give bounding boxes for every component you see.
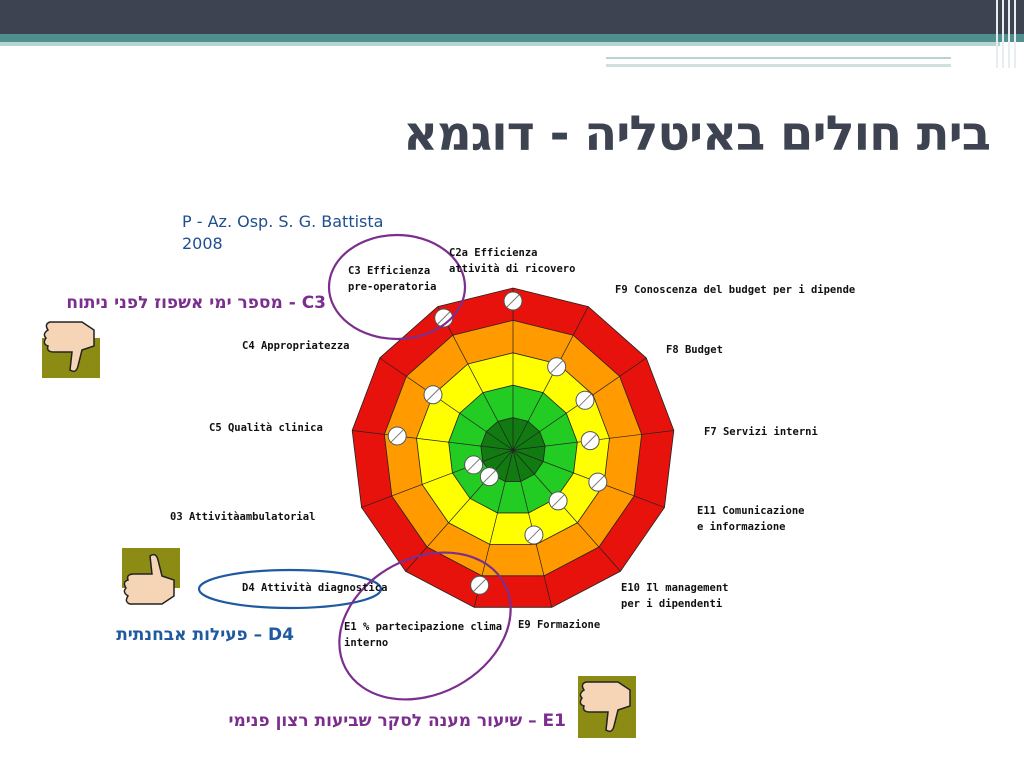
axis-label: E11 Comunicazione e informazione: [697, 505, 805, 533]
slide-title: בית חולים באיטליה - דוגמא: [403, 106, 991, 162]
target-point: [547, 357, 567, 377]
highlight-annotations: [197, 233, 512, 701]
target-spoke: [361, 449, 514, 508]
axis-label: C5 Qualità clinica: [209, 422, 323, 434]
annotation-d4: D4 – פעילות אבחנתית: [116, 625, 294, 645]
decorative-line: [606, 64, 951, 67]
annotation-c3: C3 - מספר ימי אשפוז לפני ניתוח: [66, 293, 326, 313]
highlight-circle-c3: [327, 233, 467, 341]
annotation-e1: E1 – שיעור מענה לסקר שביעות רצון פנימי: [228, 711, 566, 731]
target-point: [464, 455, 484, 475]
target-spoke: [512, 306, 589, 451]
thumbs-up-icon: [122, 548, 180, 610]
target-spoke: [379, 357, 514, 451]
decorative-line: [606, 57, 951, 59]
target-point: [470, 575, 490, 595]
axis-label: C2a Efficienza attività di ricovero: [449, 247, 576, 275]
axis-label: E10 Il management per i dipendenti: [621, 582, 729, 610]
target-point: [575, 390, 595, 410]
target-point: [423, 385, 443, 405]
target-point: [387, 426, 407, 446]
light-accent-bar: [0, 42, 1000, 46]
target-point: [524, 525, 544, 545]
chart-header-line-2: 2008: [182, 234, 223, 253]
axis-label: F9 Conoscenza del budget per i dipende: [615, 284, 855, 296]
target-point: [503, 291, 523, 311]
axis-label: C3 Efficienza pre-operatoria: [348, 265, 437, 293]
decorative-stripes: [992, 0, 1024, 68]
axis-label: 03 Attivitàambulatoriale: [170, 511, 316, 523]
axis-label: C4 Appropriatezza: [242, 340, 350, 352]
axis-label: D4 Attività diagnostica: [242, 582, 388, 594]
target-point: [548, 491, 568, 511]
target-spoke: [437, 306, 514, 451]
thumbs-down-icon: [42, 316, 100, 378]
chart-header-line-1: P - Az. Osp. S. G. Battista: [182, 212, 384, 231]
target-point: [479, 467, 499, 487]
target-points: [387, 291, 608, 595]
target-point: [580, 431, 600, 451]
target-spoke: [352, 430, 514, 451]
highlight-ellipse-d4: [197, 568, 383, 610]
axis-label: F7 Servizi interni: [704, 426, 818, 438]
teal-accent-bar: [0, 34, 1024, 42]
top-banner: [0, 0, 1024, 34]
target-spoke: [512, 449, 621, 572]
target-point: [588, 472, 608, 492]
axis-label: E9 Formazione: [518, 619, 601, 631]
highlight-circle-e1: [338, 551, 512, 701]
axis-label: E1 % partecipazione clima interno: [344, 621, 503, 649]
target-spoke: [512, 449, 665, 508]
chart-header: P - Az. Osp. S. G. Battista 2008: [182, 211, 383, 255]
thumbs-down-icon: [578, 676, 636, 738]
axis-label: F8 Budget: [666, 344, 723, 356]
